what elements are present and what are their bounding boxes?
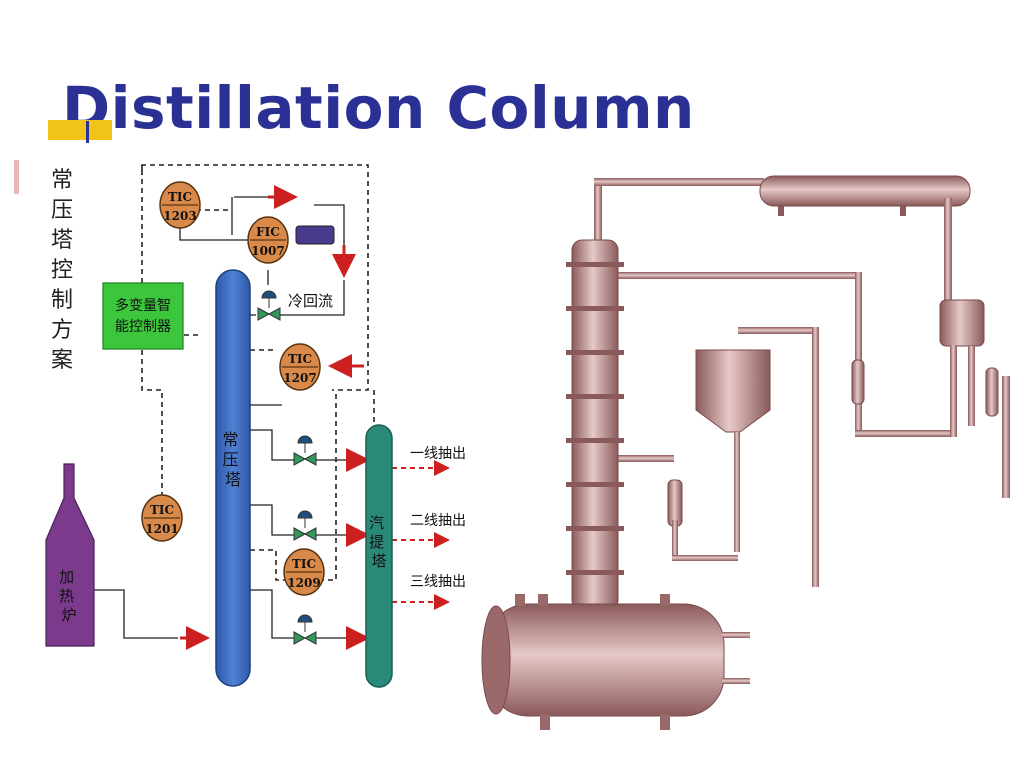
instrument-tag: TIC — [288, 352, 312, 366]
main-column-char-3: 塔 — [225, 470, 241, 489]
instrument-tag: TIC — [168, 190, 192, 204]
reflux-accumulator — [939, 299, 985, 347]
heating-furnace — [45, 463, 95, 647]
vapor-line-vertical — [594, 180, 602, 242]
instrument-tic1207: TIC 1207 — [279, 343, 321, 391]
main-column-char-1: 常 — [222, 430, 238, 449]
tower-flange — [566, 262, 624, 267]
left-accent-bar — [14, 160, 19, 194]
reflux-drum — [295, 225, 335, 245]
draw-label-3: 三线抽出 — [410, 574, 466, 590]
furnace-char-2: 热 — [59, 587, 74, 605]
draw-label-1: 一线抽出 — [410, 446, 466, 462]
overhead-condenser — [759, 175, 971, 207]
furnace-char-1: 加 — [59, 568, 74, 586]
control-scheme: 常 压 塔 汽 提 塔 加 热 炉 多变量智 能控制器 冷回流 一线抽出 二线抽… — [45, 164, 466, 688]
draw-arrows — [392, 460, 450, 610]
tower-flange — [566, 394, 624, 399]
bottom-drum — [487, 603, 725, 717]
instrument-tag: FIC — [256, 225, 280, 239]
furnace-char-3: 炉 — [61, 606, 76, 624]
instrument-tic1209: TIC 1209 — [283, 548, 325, 596]
vapor-line-horizontal — [594, 178, 764, 186]
tower-flange — [566, 306, 624, 311]
stripper-char-2: 提 — [369, 533, 384, 551]
main-column-label: 常 压 塔 — [222, 430, 243, 489]
instrument-num: 1209 — [287, 576, 320, 590]
side-exchanger-right — [985, 367, 999, 417]
valve-draw-3 — [293, 614, 317, 645]
column-illustration — [481, 175, 1010, 730]
tower-3d — [571, 239, 619, 611]
main-column-char-2: 压 — [222, 450, 238, 469]
instrument-tic1203: TIC 1203 — [159, 181, 201, 229]
side-hopper — [695, 349, 771, 433]
valve-draw-2 — [293, 510, 317, 541]
stripper-column — [365, 424, 393, 688]
controller-label-line-2: 能控制器 — [115, 319, 171, 335]
control-valves — [257, 290, 317, 645]
furnace-label: 加 热 炉 — [59, 568, 79, 624]
tower-flange — [566, 350, 624, 355]
instrument-num: 1203 — [163, 209, 196, 223]
valve-draw-1 — [293, 435, 317, 466]
instrument-num: 1201 — [145, 522, 178, 536]
tower-flange — [566, 482, 624, 487]
signal-lines — [141, 164, 375, 581]
draw-label-2: 二线抽出 — [410, 513, 466, 529]
vertical-scheme-title: 常压塔控制方案 — [50, 168, 73, 373]
controller-label-line-1: 多变量智 — [115, 297, 171, 314]
tower-flanges — [566, 262, 624, 575]
stripper-char-3: 塔 — [371, 552, 386, 570]
title-accent-block — [48, 120, 112, 140]
instrument-fic1007: FIC 1007 — [247, 216, 289, 264]
cold-reflux-label: 冷回流 — [288, 292, 333, 310]
multivariable-controller — [102, 282, 184, 350]
tower-flange — [566, 526, 624, 531]
stripper-char-1: 汽 — [369, 514, 384, 532]
main-column — [215, 269, 251, 687]
condenser-outlet — [944, 198, 952, 308]
tower-flange — [566, 570, 624, 575]
stripper-label: 汽 提 塔 — [369, 514, 389, 570]
side-exchanger-left — [667, 479, 683, 527]
instrument-tag: TIC — [150, 503, 174, 517]
tower-flange — [566, 438, 624, 443]
slide-title: Distillation Column — [62, 74, 695, 142]
valve-reflux — [257, 290, 281, 321]
instrument-tic1201: TIC 1201 — [141, 494, 183, 542]
instrument-num: 1207 — [283, 371, 316, 385]
title-accent-line — [86, 121, 89, 143]
instrument-tag: TIC — [292, 557, 316, 571]
flow-arrows — [180, 185, 370, 650]
instrument-num: 1007 — [251, 244, 284, 258]
